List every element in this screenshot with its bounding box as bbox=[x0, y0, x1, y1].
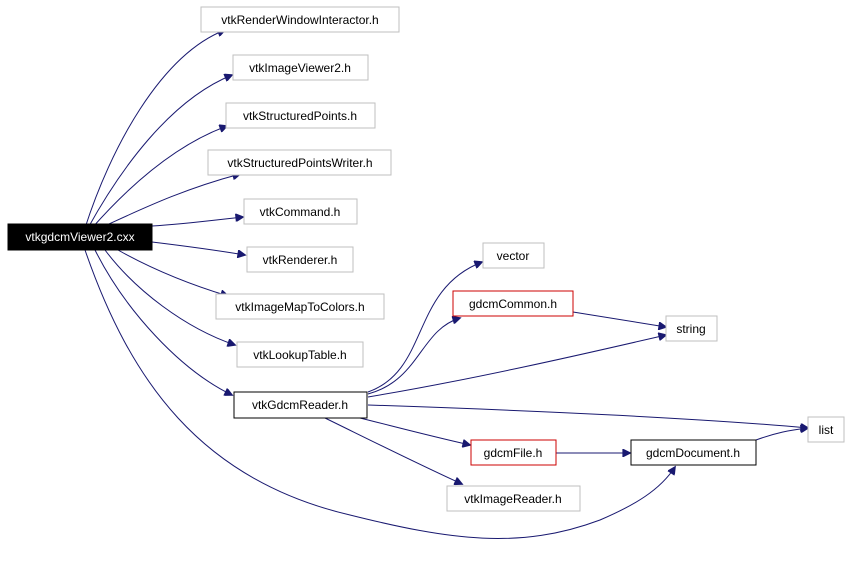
edge-gdr-to-gfile bbox=[359, 417, 470, 445]
edge-gdr-to-list bbox=[367, 404, 808, 428]
node-gdoc[interactable]: gdcmDocument.h bbox=[630, 439, 757, 466]
node-iv2[interactable]: vtkImageViewer2.h bbox=[232, 54, 369, 81]
node-imc[interactable]: vtkImageMapToColors.h bbox=[215, 293, 385, 320]
node-gfile[interactable]: gdcmFile.h bbox=[470, 439, 557, 466]
edge-gdr-to-gcom bbox=[367, 318, 460, 395]
node-gdoc-label: gdcmDocument.h bbox=[646, 446, 740, 460]
node-gcom-label: gdcmCommon.h bbox=[469, 297, 557, 311]
edge-root-to-iv2 bbox=[87, 75, 232, 229]
node-cmd[interactable]: vtkCommand.h bbox=[243, 198, 358, 225]
edges bbox=[84, 30, 808, 539]
node-root-label: vtkgdcmViewer2.cxx bbox=[25, 230, 134, 244]
node-str-label: string bbox=[676, 322, 705, 336]
edge-root-to-imc bbox=[117, 249, 228, 296]
node-ird[interactable]: vtkImageReader.h bbox=[446, 485, 581, 512]
node-gcom[interactable]: gdcmCommon.h bbox=[452, 290, 574, 317]
node-imc-label: vtkImageMapToColors.h bbox=[235, 300, 364, 314]
node-vec-label: vector bbox=[497, 249, 530, 263]
edge-gdr-to-ird bbox=[324, 417, 462, 484]
node-gdr-label: vtkGdcmReader.h bbox=[252, 398, 348, 412]
node-gfile-label: gdcmFile.h bbox=[484, 446, 543, 460]
node-list-label: list bbox=[819, 423, 834, 437]
node-list[interactable]: list bbox=[807, 416, 845, 443]
edge-root-to-gdr bbox=[94, 249, 232, 395]
node-gdr[interactable]: vtkGdcmReader.h bbox=[233, 391, 368, 419]
node-lut[interactable]: vtkLookupTable.h bbox=[236, 341, 364, 368]
node-lut-label: vtkLookupTable.h bbox=[253, 348, 346, 362]
node-sp-label: vtkStructuredPoints.h bbox=[243, 109, 357, 123]
node-root[interactable]: vtkgdcmViewer2.cxx bbox=[7, 223, 153, 251]
node-spw-label: vtkStructuredPointsWriter.h bbox=[227, 156, 372, 170]
node-rwi[interactable]: vtkRenderWindowInteractor.h bbox=[200, 6, 400, 33]
edge-root-to-rwi bbox=[84, 30, 225, 229]
node-ird-label: vtkImageReader.h bbox=[464, 492, 561, 506]
edge-root-to-ren bbox=[151, 241, 245, 255]
edge-root-to-cmd bbox=[151, 217, 243, 227]
node-iv2-label: vtkImageViewer2.h bbox=[249, 61, 351, 75]
node-rwi-label: vtkRenderWindowInteractor.h bbox=[221, 13, 378, 27]
edge-gdoc-to-list bbox=[755, 428, 808, 441]
node-ren-label: vtkRenderer.h bbox=[263, 253, 338, 267]
node-str[interactable]: string bbox=[665, 315, 718, 342]
edge-root-to-sp bbox=[91, 126, 227, 229]
node-cmd-label: vtkCommand.h bbox=[260, 205, 341, 219]
edge-gdr-to-vec bbox=[367, 262, 482, 393]
edge-gdr-to-str bbox=[367, 335, 666, 398]
node-spw[interactable]: vtkStructuredPointsWriter.h bbox=[207, 149, 392, 176]
node-vec[interactable]: vector bbox=[482, 242, 545, 269]
edge-gcom-to-str bbox=[572, 311, 666, 327]
node-ren[interactable]: vtkRenderer.h bbox=[246, 246, 354, 273]
node-sp[interactable]: vtkStructuredPoints.h bbox=[225, 102, 376, 129]
edge-root-to-gdoc bbox=[84, 249, 675, 539]
edge-root-to-lut bbox=[104, 249, 235, 345]
edge-root-to-spw bbox=[99, 174, 240, 229]
